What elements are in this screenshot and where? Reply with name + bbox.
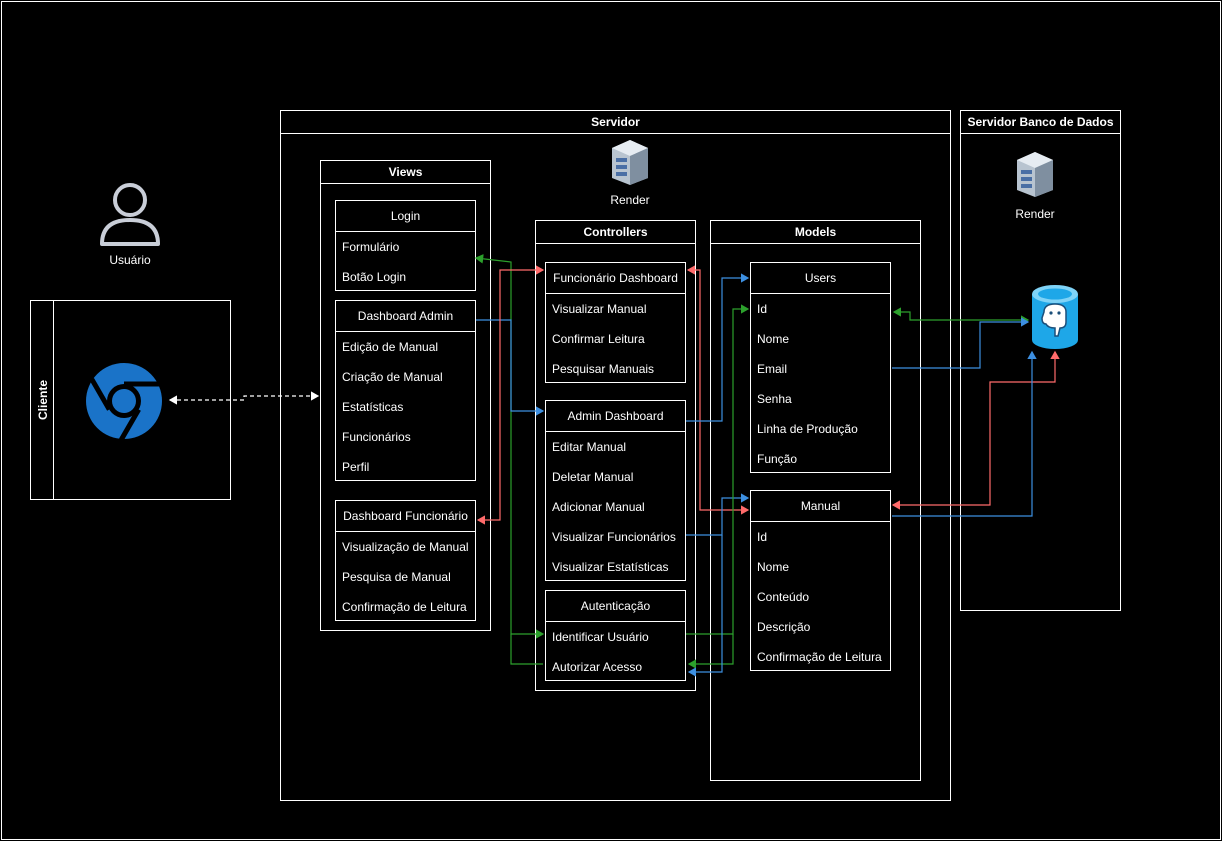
server-rack-icon bbox=[1015, 150, 1055, 198]
list-item[interactable]: Identificar Usuário bbox=[552, 630, 649, 644]
model-manual-title: Manual bbox=[751, 491, 890, 522]
view-dashboard-funcionario[interactable]: Dashboard Funcionário Visualização de Ma… bbox=[335, 500, 476, 621]
list-item[interactable]: Conteúdo bbox=[757, 590, 810, 604]
list-item[interactable]: Visualizar Funcionários bbox=[552, 530, 676, 544]
list-item[interactable]: Confirmação de Leitura bbox=[757, 650, 882, 664]
user-label: Usuário bbox=[109, 253, 151, 267]
server-rack-icon bbox=[610, 138, 650, 186]
db-host-label: Render bbox=[1015, 207, 1055, 221]
connector-admin-controller-manual bbox=[686, 493, 750, 536]
list-item[interactable]: Edição de Manual bbox=[342, 340, 439, 354]
connector-users-authorize-blue bbox=[687, 535, 723, 677]
list-item[interactable]: Email bbox=[757, 362, 788, 376]
list-item[interactable]: Descrição bbox=[757, 620, 811, 634]
db-server-title: Servidor Banco de Dados bbox=[961, 111, 1120, 134]
model-users[interactable]: Users Id Nome Email Senha Linha de Produ… bbox=[750, 262, 891, 473]
list-item[interactable]: Formulário bbox=[342, 240, 400, 254]
list-item[interactable]: Função bbox=[757, 452, 798, 466]
list-item[interactable]: Id bbox=[757, 530, 768, 544]
views-title: Views bbox=[321, 161, 490, 184]
controller-admin-dashboard[interactable]: Admin Dashboard Editar Manual Deletar Ma… bbox=[545, 400, 686, 581]
list-item[interactable]: Funcionários bbox=[342, 430, 411, 444]
list-item[interactable]: Pesquisar Manuais bbox=[552, 362, 655, 376]
list-item[interactable]: Confirmar Leitura bbox=[552, 332, 645, 346]
list-item[interactable]: Pesquisa de Manual bbox=[342, 570, 451, 584]
connector-manual-db-red bbox=[891, 350, 1060, 510]
list-item[interactable]: Deletar Manual bbox=[552, 470, 634, 484]
postgresql-icon[interactable] bbox=[1030, 284, 1080, 350]
list-item[interactable]: Criação de Manual bbox=[342, 370, 443, 384]
list-item[interactable]: Nome bbox=[757, 332, 790, 346]
list-item[interactable]: Visualização de Manual bbox=[342, 540, 469, 554]
connector-users-authorize bbox=[687, 634, 734, 669]
list-item[interactable]: Perfil bbox=[342, 460, 370, 474]
connector-manual-db-blue bbox=[892, 350, 1037, 517]
connector-func-view-controller bbox=[476, 265, 545, 525]
controllers-title: Controllers bbox=[536, 221, 695, 244]
list-item[interactable]: Autorizar Acesso bbox=[552, 660, 643, 674]
server-title: Servidor bbox=[281, 111, 950, 134]
connector-auth-users bbox=[686, 304, 750, 635]
list-item[interactable]: Estatísticas bbox=[342, 400, 404, 414]
list-item[interactable]: Botão Login bbox=[342, 270, 407, 284]
models-title: Models bbox=[711, 221, 920, 244]
model-manual[interactable]: Manual Id Nome Conteúdo Descrição Confir… bbox=[750, 490, 891, 671]
list-item[interactable]: Senha bbox=[757, 392, 792, 406]
connector-users-email-db bbox=[892, 317, 1030, 369]
list-item[interactable]: Editar Manual bbox=[552, 440, 627, 454]
model-users-title: Users bbox=[751, 263, 890, 294]
list-item[interactable]: Visualizar Estatísticas bbox=[552, 560, 669, 574]
view-login[interactable]: Login Formulário Botão Login bbox=[335, 200, 476, 291]
connector-admin-controller-users bbox=[686, 273, 750, 422]
list-item[interactable]: Visualizar Manual bbox=[552, 302, 647, 316]
connector-users-db bbox=[892, 307, 1030, 325]
list-item[interactable]: Adicionar Manual bbox=[552, 500, 645, 514]
chrome-icon[interactable] bbox=[84, 361, 164, 442]
list-item[interactable]: Linha de Produção bbox=[757, 422, 858, 436]
view-admin-title: Dashboard Admin bbox=[336, 301, 475, 332]
list-item[interactable]: Confirmação de Leitura bbox=[342, 600, 467, 614]
list-item[interactable]: Id bbox=[757, 302, 768, 316]
controller-func-title: Funcionário Dashboard bbox=[546, 263, 685, 294]
controller-admin-title: Admin Dashboard bbox=[546, 401, 685, 432]
server-host-label: Render bbox=[610, 193, 650, 207]
connector-func-controller-manual bbox=[686, 265, 750, 515]
user-icon bbox=[98, 180, 162, 248]
controller-funcionario-dashboard[interactable]: Funcionário Dashboard Visualizar Manual … bbox=[545, 262, 686, 383]
view-func-title: Dashboard Funcionário bbox=[336, 501, 475, 532]
connector-login-authorize bbox=[510, 634, 543, 665]
controller-autenticacao[interactable]: Autenticação Identificar Usuário Autoriz… bbox=[545, 590, 686, 681]
list-item[interactable]: Nome bbox=[757, 560, 790, 574]
connector-client-server bbox=[168, 391, 320, 405]
view-login-title: Login bbox=[336, 201, 475, 232]
connector-login-auth bbox=[474, 254, 545, 639]
client-lane: Cliente bbox=[30, 300, 231, 500]
connector-admin-view-controller bbox=[476, 319, 545, 416]
controller-auth-title: Autenticação bbox=[546, 591, 685, 622]
view-dashboard-admin[interactable]: Dashboard Admin Edição de Manual Criação… bbox=[335, 300, 476, 481]
